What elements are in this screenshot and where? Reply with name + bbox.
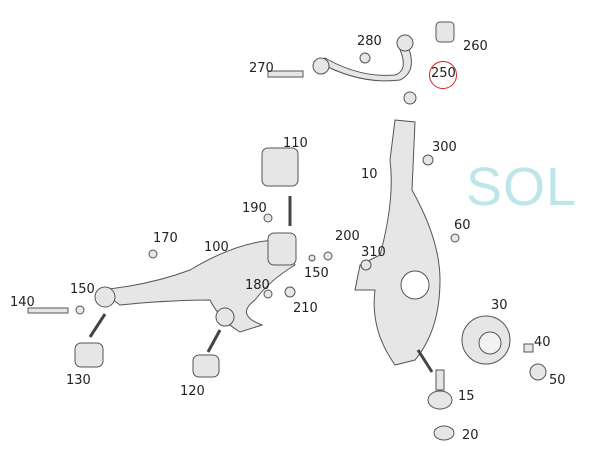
- label-150: 150: [70, 282, 95, 297]
- label-200: 200: [335, 229, 360, 244]
- label-130: 130: [66, 373, 91, 388]
- label-50: 50: [549, 373, 566, 388]
- nut-310: [360, 259, 372, 271]
- bushing-130: [74, 342, 104, 368]
- ball-joint: [403, 91, 417, 105]
- steering-knuckle: [354, 119, 441, 366]
- label-270: 270: [249, 61, 274, 76]
- label-210: 210: [293, 301, 318, 316]
- sol-watermark: SOL: [466, 157, 578, 217]
- label-110: 110: [283, 136, 308, 151]
- arm-bushing: [94, 286, 116, 308]
- label-300: 300: [432, 140, 457, 155]
- lower-control-arm: [98, 239, 296, 333]
- arm-bushing: [312, 57, 330, 75]
- bolt-60: [450, 233, 460, 243]
- label-280: 280: [357, 34, 382, 49]
- label-250: 250: [431, 66, 456, 81]
- label-60: 60: [454, 218, 471, 233]
- label-120: 120: [180, 384, 205, 399]
- label-30: 30: [491, 298, 508, 313]
- label-20: 20: [462, 428, 479, 443]
- washer-150: [75, 305, 85, 315]
- label-180: 180: [245, 278, 270, 293]
- label-15: 15: [458, 389, 475, 404]
- label-170: 170: [153, 231, 178, 246]
- arm-bushing: [215, 307, 235, 327]
- highlight-circle: [429, 61, 457, 89]
- label-260: 260: [463, 39, 488, 54]
- bolt-140: [27, 307, 69, 314]
- ball-joint-15: [435, 369, 445, 391]
- nut-50: [529, 363, 547, 381]
- bolt-270: [267, 70, 304, 78]
- label-40: 40: [534, 335, 551, 350]
- nut-300: [422, 154, 434, 166]
- label-150: 150: [304, 266, 329, 281]
- label-190: 190: [242, 201, 267, 216]
- nut-280: [359, 52, 371, 64]
- bushing-260: [435, 21, 455, 43]
- bushing-120: [192, 354, 220, 378]
- label-10: 10: [361, 167, 378, 182]
- label-100: 100: [204, 240, 229, 255]
- arm-bushing: [396, 34, 414, 52]
- label-310: 310: [361, 245, 386, 260]
- arrows: [88, 196, 434, 373]
- boot-20: [433, 425, 455, 441]
- label-140: 140: [10, 295, 35, 310]
- bushing-110: [261, 147, 299, 187]
- bushing-mount: [267, 232, 297, 266]
- stud-40: [523, 343, 534, 353]
